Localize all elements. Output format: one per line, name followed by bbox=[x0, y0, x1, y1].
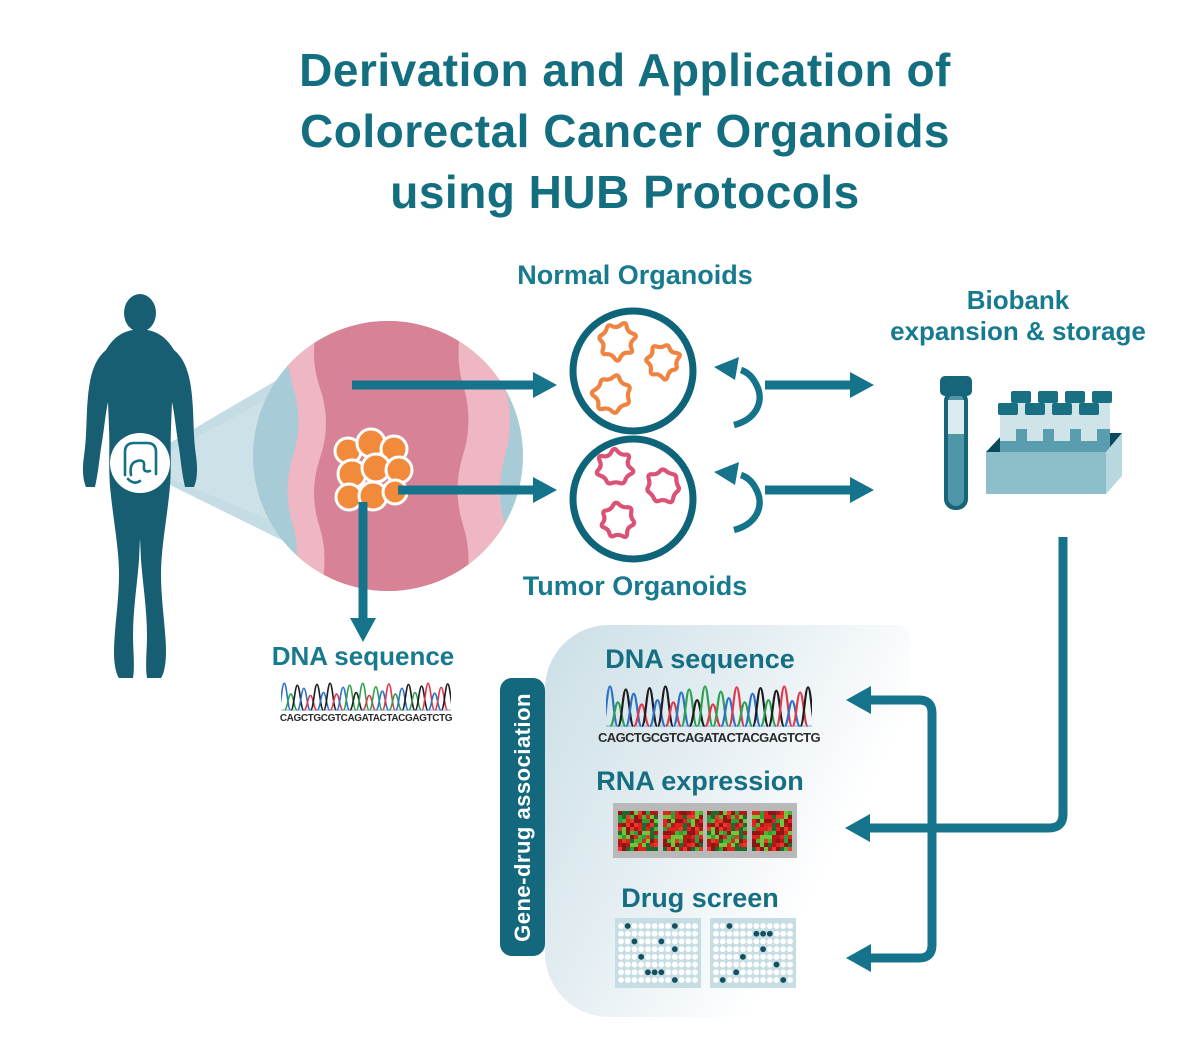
organoid-blob bbox=[594, 446, 636, 486]
tumor-to-dna-arrow bbox=[350, 502, 376, 642]
biobank-label: Biobank expansion & storage bbox=[860, 285, 1176, 347]
organoid-blob bbox=[644, 343, 682, 382]
heatmap-square bbox=[752, 810, 793, 851]
normal-organoids-label: Normal Organoids bbox=[517, 260, 753, 290]
title-line-3: using HUB Protocols bbox=[390, 166, 860, 218]
heatmap-square bbox=[707, 810, 748, 851]
dna-sequence-text-large: CAGCTGCGTCAGATACTACGAGTCTG bbox=[598, 730, 821, 745]
heatmap-square bbox=[662, 810, 703, 851]
tumor-organoids-label: Tumor Organoids bbox=[522, 571, 748, 601]
dna-chromatogram-large bbox=[606, 685, 812, 728]
drug-screen-plate-2 bbox=[710, 918, 796, 988]
panel-dna-heading: DNA sequence bbox=[605, 644, 795, 674]
title-line-2: Colorectal Cancer Organoids bbox=[300, 105, 950, 157]
organoid-blobs bbox=[589, 320, 682, 539]
panel-drug-heading: Drug screen bbox=[621, 883, 779, 913]
dna-sequence-text-small: CAGCTGCGTCAGATACTACGAGTCTG bbox=[279, 713, 453, 724]
expansion-arrows bbox=[714, 357, 874, 534]
organoid-blob bbox=[645, 467, 681, 505]
biobank-rack-icon bbox=[986, 391, 1122, 494]
organoid-blob bbox=[599, 500, 637, 539]
page-title: Derivation and Application of Colorectal… bbox=[130, 40, 1120, 223]
gene-drug-tab-label: Gene-drug association bbox=[509, 692, 535, 942]
title-line-1: Derivation and Application of bbox=[299, 44, 951, 96]
tumor-cluster bbox=[333, 427, 414, 512]
human-body-silhouette bbox=[82, 294, 198, 678]
biobank-tube-icon bbox=[940, 376, 972, 510]
biobank-label-line-1: Biobank bbox=[966, 285, 1070, 315]
organoid-blob bbox=[597, 320, 638, 363]
dna-chromatogram-small bbox=[281, 682, 451, 711]
tumor-expansion-hook bbox=[714, 462, 874, 534]
heatmap-square bbox=[617, 810, 658, 851]
drug-screen-plate-1 bbox=[615, 918, 701, 988]
colon-icon bbox=[110, 433, 170, 493]
rna-expression-heatmap bbox=[613, 803, 797, 858]
tissue-to-organoid-arrows bbox=[352, 372, 557, 503]
normal-expansion-hook bbox=[714, 357, 874, 429]
panel-rna-heading: RNA expression bbox=[596, 766, 804, 796]
gene-drug-tab: Gene-drug association bbox=[500, 678, 545, 956]
biobank-label-line-2: expansion & storage bbox=[890, 316, 1146, 346]
dna-sequence-left-label: DNA sequence bbox=[271, 641, 455, 671]
organoid-blob bbox=[589, 373, 632, 415]
